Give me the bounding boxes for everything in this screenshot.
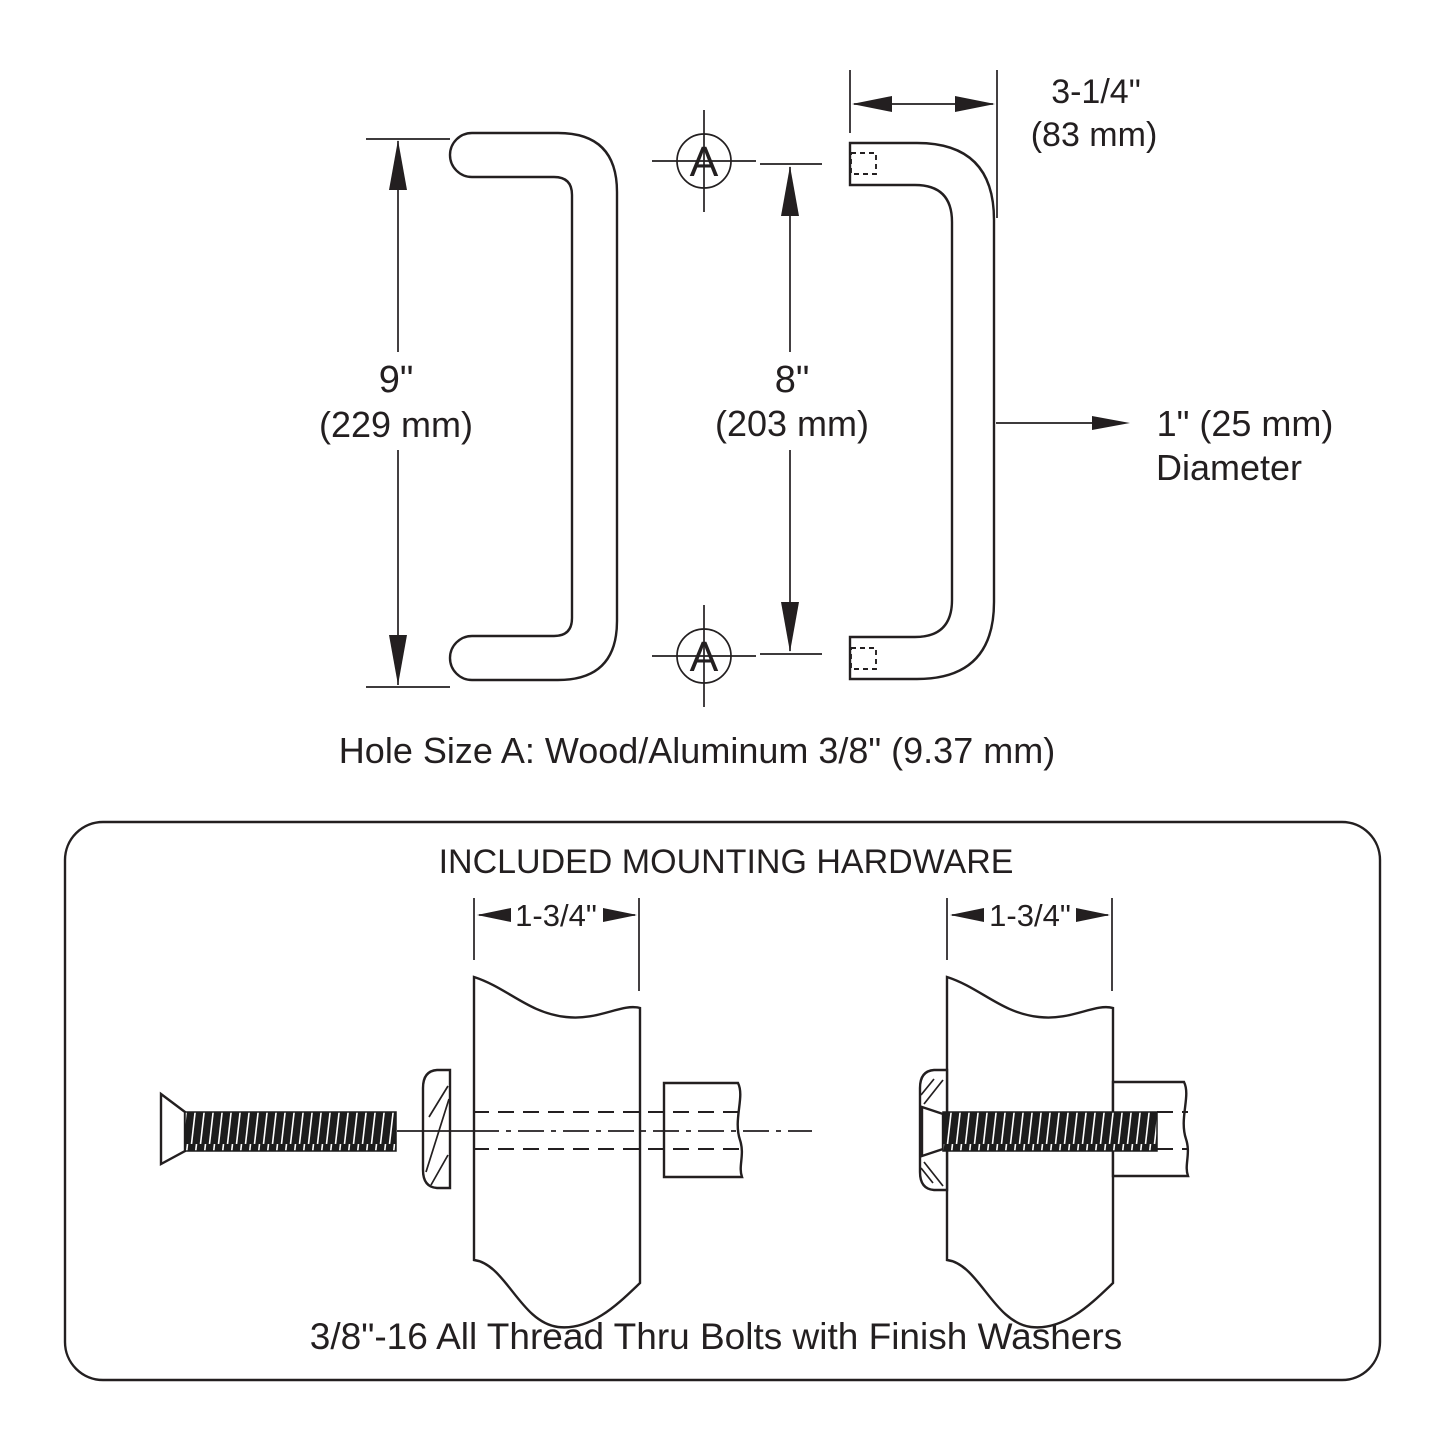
arrowhead-up-icon [389, 140, 407, 190]
projection-inches: 3-1/4" [1051, 73, 1141, 111]
finish-washer [421, 1068, 452, 1190]
hardware-title: INCLUDED MOUNTING HARDWARE [439, 843, 1014, 881]
door-panel [945, 975, 1115, 1329]
bolt-head [920, 1105, 945, 1158]
dimension-projection: 3-1/4" (83 mm) [849, 70, 1158, 218]
dimension-door-thickness-left: 1-3/4" [473, 898, 640, 991]
hole-marker-top: A [652, 110, 756, 212]
hole-marker-letter: A [690, 633, 719, 681]
diameter-word: Diameter [1156, 447, 1302, 488]
arrowhead-down-icon [389, 635, 407, 685]
hole-size-note: Hole Size A: Wood/Aluminum 3/8" (9.37 mm… [339, 730, 1055, 771]
diameter-leader: 1" (25 mm) Diameter [996, 403, 1333, 488]
overall-height-inches: 9" [379, 359, 414, 401]
projection-mm: (83 mm) [1031, 116, 1158, 154]
dimension-center-to-center: 8" (203 mm) [715, 163, 869, 655]
threaded-shank [184, 1111, 397, 1152]
handle-front-view [448, 131, 619, 682]
tapped-hole-bottom [850, 647, 877, 670]
threaded-shank [942, 1111, 1158, 1152]
hole-marker-circle [676, 628, 732, 684]
door-panel [472, 975, 642, 1329]
arrowhead-left-icon [852, 96, 892, 112]
tapped-hole-top [850, 152, 877, 175]
door-thickness-left: 1-3/4" [515, 898, 597, 933]
dimension-door-thickness-right: 1-3/4" [946, 898, 1113, 991]
exploded-assembly: 1-3/4" [159, 898, 812, 1329]
arrowhead-right-icon [603, 908, 637, 922]
arrowhead-left-icon [950, 908, 984, 922]
handle-side-view [848, 141, 996, 681]
thru-bolt [159, 1091, 397, 1167]
hole-marker-letter: A [690, 138, 719, 186]
arrowhead-right-icon [1076, 908, 1110, 922]
arrowhead-right-icon [1092, 416, 1130, 430]
hole-marker-circle [676, 133, 732, 189]
hole-marker-bottom: A [652, 605, 756, 707]
arrowhead-up-icon [781, 166, 799, 216]
diameter-value: 1" (25 mm) [1157, 403, 1334, 444]
dimension-overall-height: 9" (229 mm) [319, 138, 473, 688]
hardware-box-border [63, 820, 1382, 1382]
installed-assembly: 1-3/4" [918, 898, 1190, 1329]
door-thickness-right: 1-3/4" [989, 898, 1071, 933]
bolt-head [159, 1091, 187, 1167]
arrowhead-left-icon [477, 908, 511, 922]
hardware-box: INCLUDED MOUNTING HARDWARE 3/8"-16 All T… [63, 820, 1382, 1382]
hardware-caption: 3/8"-16 All Thread Thru Bolts with Finis… [310, 1316, 1122, 1357]
center-height-inches: 8" [775, 359, 810, 401]
arrowhead-down-icon [781, 602, 799, 652]
center-height-mm: (203 mm) [715, 403, 869, 444]
handle-leg-section [662, 1081, 744, 1179]
arrowhead-right-icon [955, 96, 995, 112]
overall-height-mm: (229 mm) [319, 404, 473, 445]
